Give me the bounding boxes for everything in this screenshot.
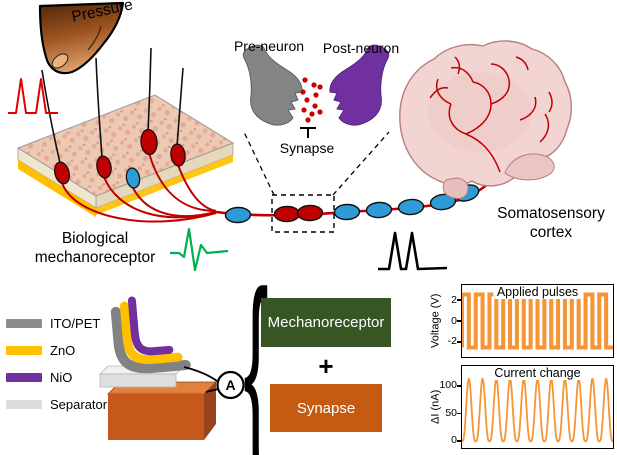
voltage-axis-label: Voltage (V) (429, 293, 442, 349)
receptor-cell (96, 155, 112, 179)
red-action-potential-icon (8, 78, 58, 114)
finger-crease (87, 25, 102, 51)
neurotransmitter-dots (300, 77, 323, 123)
zno-color-swatch (6, 346, 42, 355)
mechanoreceptor-cells (54, 128, 186, 189)
pulses-plot-area: Applied pulses (461, 284, 614, 358)
fingernail (51, 53, 69, 69)
skin-yellow-layer (18, 160, 96, 217)
finger-press-icon (38, 1, 125, 75)
y-tick-label: 0 (451, 314, 457, 327)
zoom-dashed-connectors (243, 131, 390, 196)
myelin-segment (365, 201, 393, 219)
device-base-front (108, 394, 204, 440)
synapse-pointer (300, 127, 316, 138)
axon-myelin-segments (224, 184, 480, 224)
legend-item-nio: NiO (6, 364, 107, 391)
black-spike-train-icon (378, 231, 448, 271)
y-tick-mark (457, 412, 461, 415)
myelin-segment (397, 198, 425, 216)
myelin-segment (429, 193, 457, 211)
y-tick-mark (457, 385, 461, 387)
y-tick-mark (457, 341, 461, 343)
post-neuron-shape (329, 44, 390, 126)
brain-shading (428, 72, 532, 152)
wire-top (183, 366, 218, 382)
legend-item-zno: ZnO (6, 337, 107, 364)
current-axis-label: ΔI (nA) (429, 389, 442, 425)
cerebellum (504, 153, 555, 181)
separator-front (99, 373, 177, 388)
ito-pet-color-swatch (6, 319, 42, 328)
receptor-cell (54, 161, 70, 185)
applied-pulses-waveform (462, 292, 613, 350)
bent-electrode-stack (110, 296, 191, 374)
synapse-segment (296, 204, 324, 222)
y-tick-mark (457, 299, 461, 301)
ito-pet-layer (110, 306, 191, 374)
pre-neuron-label: Pre-neuron (233, 38, 305, 54)
myelin-segment (224, 206, 252, 224)
myelin-segment (333, 203, 361, 221)
nio-layer (127, 296, 174, 356)
synapse-inset (242, 44, 390, 138)
brain-stem (442, 177, 469, 199)
legend-label: ITO/PET (50, 316, 101, 331)
y-tick-mark (457, 440, 461, 442)
receptor-cell (140, 128, 158, 156)
pre-neuron-shape (242, 44, 303, 126)
y-tick-mark (457, 320, 461, 322)
device-base-side (204, 382, 216, 440)
materials-legend: ITO/PET ZnO NiO Separator (6, 310, 107, 418)
y-tick-label: 2 (451, 293, 457, 306)
ammeter-circle (216, 370, 245, 400)
legend-item-separator: Separator (6, 391, 107, 418)
synapse-segment (273, 205, 301, 223)
receptor-cell (170, 143, 186, 167)
device-schematic: A (99, 296, 245, 440)
zno-layer (119, 301, 183, 365)
y-tick-label: -2 (447, 335, 457, 348)
y-tick-label: 0 (451, 434, 457, 447)
zoom-dashed-box (271, 194, 335, 233)
applied-pulses-chart: Voltage (V) 2 0 -2 Applied pulses (429, 283, 616, 359)
somatosensory-cortex-label: Somatosensory cortex (497, 205, 605, 241)
current-axis-ticks: 100 50 0 (439, 364, 459, 450)
afferent-axons (61, 152, 217, 223)
post-neuron-label: Post-neuron (322, 40, 400, 56)
current-plot-area: Current change (461, 365, 614, 449)
synapse-label: Synapse (279, 140, 335, 156)
plus-sign: + (318, 351, 334, 381)
receptor-cell-blue (125, 167, 141, 189)
biological-mechanoreceptor-label: Biological mechanoreceptor (34, 230, 156, 266)
hair-lines (41, 47, 184, 164)
green-receptor-signal-icon (170, 227, 229, 272)
y-tick-label: 50 (445, 406, 457, 419)
current-change-waveform (462, 377, 613, 443)
brain-vessels (429, 56, 553, 173)
mechanoreceptor-block: Mechanoreceptor (261, 298, 391, 347)
legend-label: NiO (50, 370, 73, 385)
legend-label: Separator (50, 397, 108, 412)
chart-title: Applied pulses (492, 285, 583, 299)
brain-illustration (399, 40, 572, 199)
voltage-axis-ticks: 2 0 -2 (442, 283, 459, 359)
synapse-block: Synapse (270, 384, 382, 432)
separator-color-swatch (6, 400, 42, 409)
ammeter-label: A (225, 377, 235, 393)
nio-color-swatch (6, 373, 42, 382)
y-tick-label: 100 (439, 379, 457, 392)
wire-bottom (205, 388, 219, 393)
legend-label: ZnO (50, 343, 76, 358)
chart-title: Current change (490, 366, 585, 380)
curly-brace: { (243, 246, 269, 455)
current-change-chart: ΔI (nA) 100 50 0 Current change (429, 364, 616, 450)
legend-item-ito-pet: ITO/PET (6, 310, 107, 337)
